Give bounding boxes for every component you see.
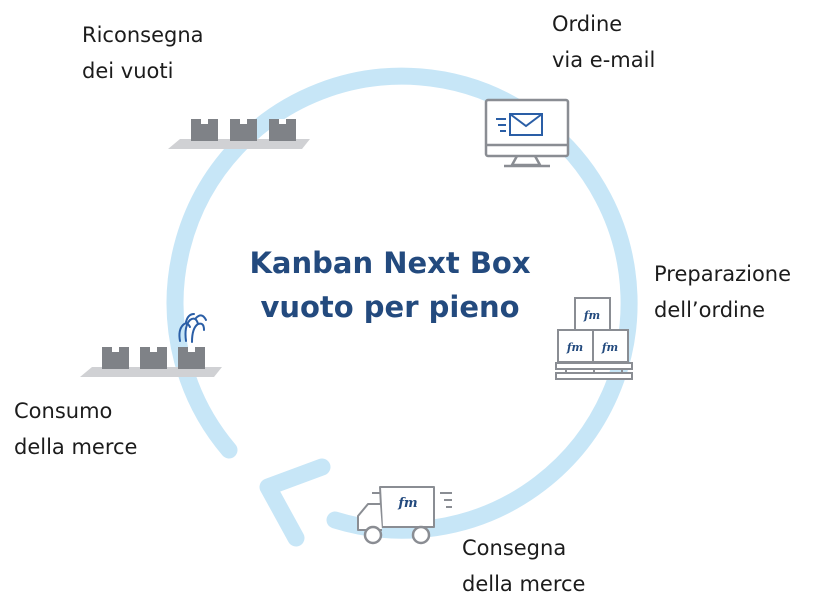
- truck-logo: fm: [397, 496, 417, 511]
- step-label-riconsegna: Riconsegna dei vuoti: [82, 17, 204, 89]
- step-label-ordine: Ordine via e-mail: [552, 6, 655, 78]
- step-label-line: via e-mail: [552, 48, 656, 72]
- title-line-1: Kanban Next Box: [249, 246, 531, 280]
- step-label-line: Consumo: [14, 399, 113, 423]
- title-line-2: vuoto per pieno: [260, 290, 520, 324]
- step-label-consumo: Consumo della merce: [14, 393, 137, 465]
- step-label-line: Consegna: [462, 536, 567, 560]
- step-label-line: della merce: [14, 435, 138, 459]
- envelope-icon: [496, 113, 543, 136]
- box-logo: fm: [601, 341, 618, 354]
- step-label-line: dei vuoti: [82, 59, 174, 83]
- box-logo: fm: [583, 309, 600, 322]
- delivery-truck-icon: fm: [357, 486, 452, 545]
- step-label-line: Ordine: [552, 12, 623, 36]
- hand-icon: [178, 313, 207, 343]
- step-label-line: Preparazione: [654, 262, 792, 286]
- step-label-consegna: Consegna della merce: [462, 530, 585, 602]
- step-label-line: dell’ordine: [654, 298, 766, 322]
- cycle-title: Kanban Next Box vuoto per pieno: [190, 241, 590, 329]
- step-label-line: della merce: [462, 572, 586, 596]
- step-label-preparazione: Preparazione dell’ordine: [654, 256, 791, 328]
- step-label-line: Riconsegna: [82, 23, 204, 47]
- box-logo: fm: [566, 341, 583, 354]
- empty-boxes-shelf-icon: [168, 119, 310, 149]
- pallet-boxes-icon: fm fm fm: [555, 297, 633, 380]
- computer-email-icon: [484, 98, 570, 168]
- consumption-shelf-icon: [80, 313, 222, 377]
